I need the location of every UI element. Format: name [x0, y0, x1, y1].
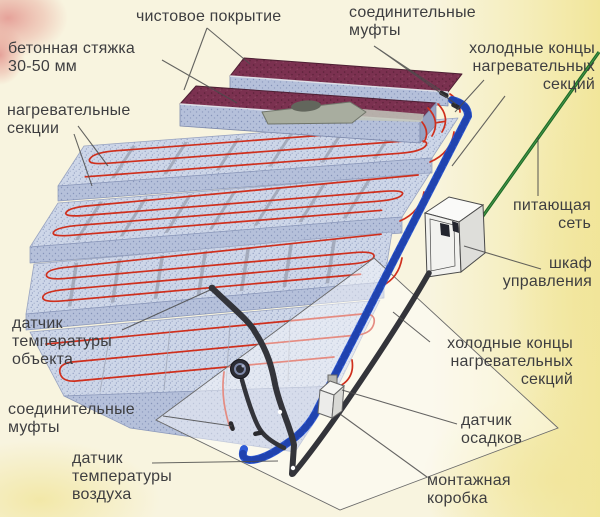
- mounting-box-shape: [317, 374, 345, 420]
- leader-lines: [73, 27, 542, 478]
- label-control-cabinet: шкаф управления: [502, 255, 592, 291]
- conduit: [238, 96, 473, 465]
- label-power-network: питающая сеть: [513, 197, 591, 233]
- label-cold-ends-bottom: холодные концы нагревательных секций: [447, 335, 573, 389]
- label-rain-sensor: датчик осадков: [461, 412, 523, 448]
- label-mounting-box: монтажная коробка: [427, 472, 511, 508]
- label-cold-ends-top: холодные концы нагревательных секций: [469, 40, 595, 94]
- object-temp-sensor-coil: [230, 359, 250, 379]
- label-couplings-bottom: соединительные муфты: [8, 401, 135, 437]
- label-air-temp-sensor: датчик температуры воздуха: [72, 450, 172, 504]
- heating-tread-D: [29, 299, 381, 453]
- finish-coated-step-top: [229, 57, 463, 107]
- screed-trowel: [261, 100, 424, 125]
- label-finish-coating: чистовое покрытие: [136, 8, 282, 25]
- heating-tread-C: [25, 231, 393, 331]
- heating-tread-B: [29, 172, 431, 264]
- staircase-structure: [25, 57, 463, 453]
- label-couplings-top: соединительные муфты: [349, 4, 476, 40]
- label-concrete-screed: бетонная стяжка 30-50 мм: [8, 40, 136, 76]
- air-sensor-tip: [290, 465, 296, 471]
- power-supply-line: [464, 51, 600, 241]
- sensor-cables: [208, 270, 432, 477]
- control-cabinet-box: [423, 196, 486, 278]
- cable-clip: [277, 409, 283, 415]
- label-object-temp-sensor: датчик температуры объекта: [12, 315, 112, 369]
- label-heating-sections: нагревательные секции: [7, 102, 131, 138]
